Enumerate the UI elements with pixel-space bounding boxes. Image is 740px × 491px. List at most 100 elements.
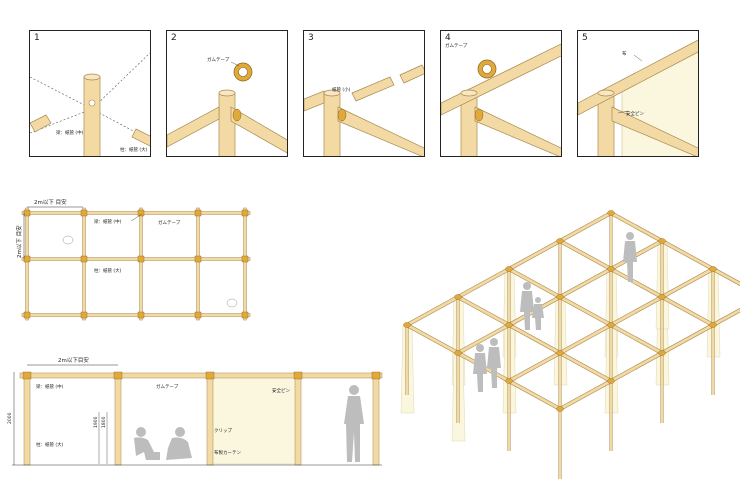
iso-joint [556,406,564,412]
label-beam: 梁：紙管 (中) [56,129,84,136]
label-small-pipe: 紙管 (小) [332,86,351,93]
iso-beam-fill [559,308,740,411]
plan-tape-label: ガムテープ [158,219,181,226]
iso-curtain [655,296,670,386]
elev-dimension-text: 2m以下目安 [58,356,89,364]
plan-joint [194,255,202,263]
iso-beam [508,267,714,383]
plan-joint [241,311,249,319]
step-number: 1 [34,33,40,43]
plan-joint [137,255,145,263]
iso-curtains [400,240,721,442]
plan-joint [80,209,88,217]
plan-beam [139,207,143,321]
elev-pillar [114,372,122,466]
step-5-drawing: 布 安全ピン [578,39,698,156]
tape-roll-icon [477,59,497,79]
plan-side-dimension-text: 2m以下 目安 [15,225,23,258]
iso-curtain [655,240,670,330]
iso-curtain [604,268,619,358]
plan-beam [196,207,200,321]
label-tape: ガムテープ [445,42,468,49]
plan-beam [21,257,251,261]
elev-beam [19,372,383,379]
step-2-panel: 2 ガムテープ [166,30,288,157]
plan-beam [21,211,251,215]
plan-grid [21,207,251,321]
iso-joint [607,266,615,272]
iso-beam [406,211,612,327]
step-1-drawing: 梁：紙管 (中) 柱：紙管 (大) [30,52,150,156]
plan-beam [82,207,86,321]
iso-curtain [451,352,466,442]
iso-beam-fill [610,211,740,286]
standing-person-icon [520,282,534,330]
tape-band [337,108,347,122]
plan-joint [80,255,88,263]
curtain-panel [209,375,299,465]
iso-curtain [553,296,568,386]
elev-tape-label: ガムテープ [156,383,179,390]
elev-joint [205,371,215,380]
step-4-drawing: ガムテープ [441,42,561,156]
step-1-panel: 1 梁：紙管 (中) 柱：紙管 (大) [29,30,151,157]
plan-joint [241,209,249,217]
iso-joint [505,378,513,384]
standing-person-icon [344,385,364,462]
iso-curtain [451,296,466,386]
plan-pillar-label: 柱：紙管 (大) [94,267,122,274]
iso-beam [457,295,612,383]
elev-pillar-label: 柱：紙管 (大) [36,441,64,448]
standing-person-icon [487,338,501,388]
iso-beam-fill [406,211,612,327]
pillar-pipe [218,92,236,156]
iso-beam-fill [457,239,663,355]
seated-person-icon [166,427,192,460]
label-tape: ガムテープ [207,56,230,63]
elev-curtain-label: 布製カーテン [214,449,241,456]
plan-beam [21,313,251,317]
elev-clip-label: クリップ [214,428,232,434]
plan-beam [243,207,247,321]
pillar-pipe [323,92,341,156]
elev-joint [371,371,381,380]
plan-joint [23,209,31,217]
beam-right [611,106,698,156]
standing-person-icon [473,344,487,392]
iso-joint [658,238,666,244]
iso-beam [457,239,663,355]
plan-dimension: 2m以下 目安 2m以下 目安 [15,198,83,259]
iso-beam [610,211,740,287]
step-4-panel: 4 ガムテープ [440,30,562,157]
elev-pin-label: 安全ピン [272,387,290,394]
iso-beam [559,239,714,327]
label-pin: 安全ピン [626,110,644,117]
iso-curtain [400,324,415,414]
iso-beam [508,267,663,355]
plan-joint [80,311,88,319]
plan-joint [194,209,202,217]
small-pipe [351,76,395,102]
beam-left [30,114,52,133]
step-number: 4 [445,33,451,43]
pillar-top [460,89,478,97]
iso-joint [709,322,717,328]
iso-joint [607,378,615,384]
iso-beam-fill [457,295,612,383]
iso-joint [556,294,564,300]
label-cloth: 布 [622,50,627,57]
tape-roll-icon [62,235,238,308]
tape-roll-icon [233,62,253,82]
plan-joint [137,311,145,319]
child-person-icon [532,297,544,330]
standing-person-icon [623,232,637,282]
pillar-hole [88,99,96,107]
elev-height-1900: 1900 [93,416,99,428]
iso-curtain [502,324,517,414]
elev-joint [22,371,32,380]
pillar-top [218,89,236,97]
iso-joint [556,238,564,244]
beam-right [230,106,287,154]
elev-joint [293,371,303,380]
step-3-panel: 3 紙管 (小) [303,30,425,157]
